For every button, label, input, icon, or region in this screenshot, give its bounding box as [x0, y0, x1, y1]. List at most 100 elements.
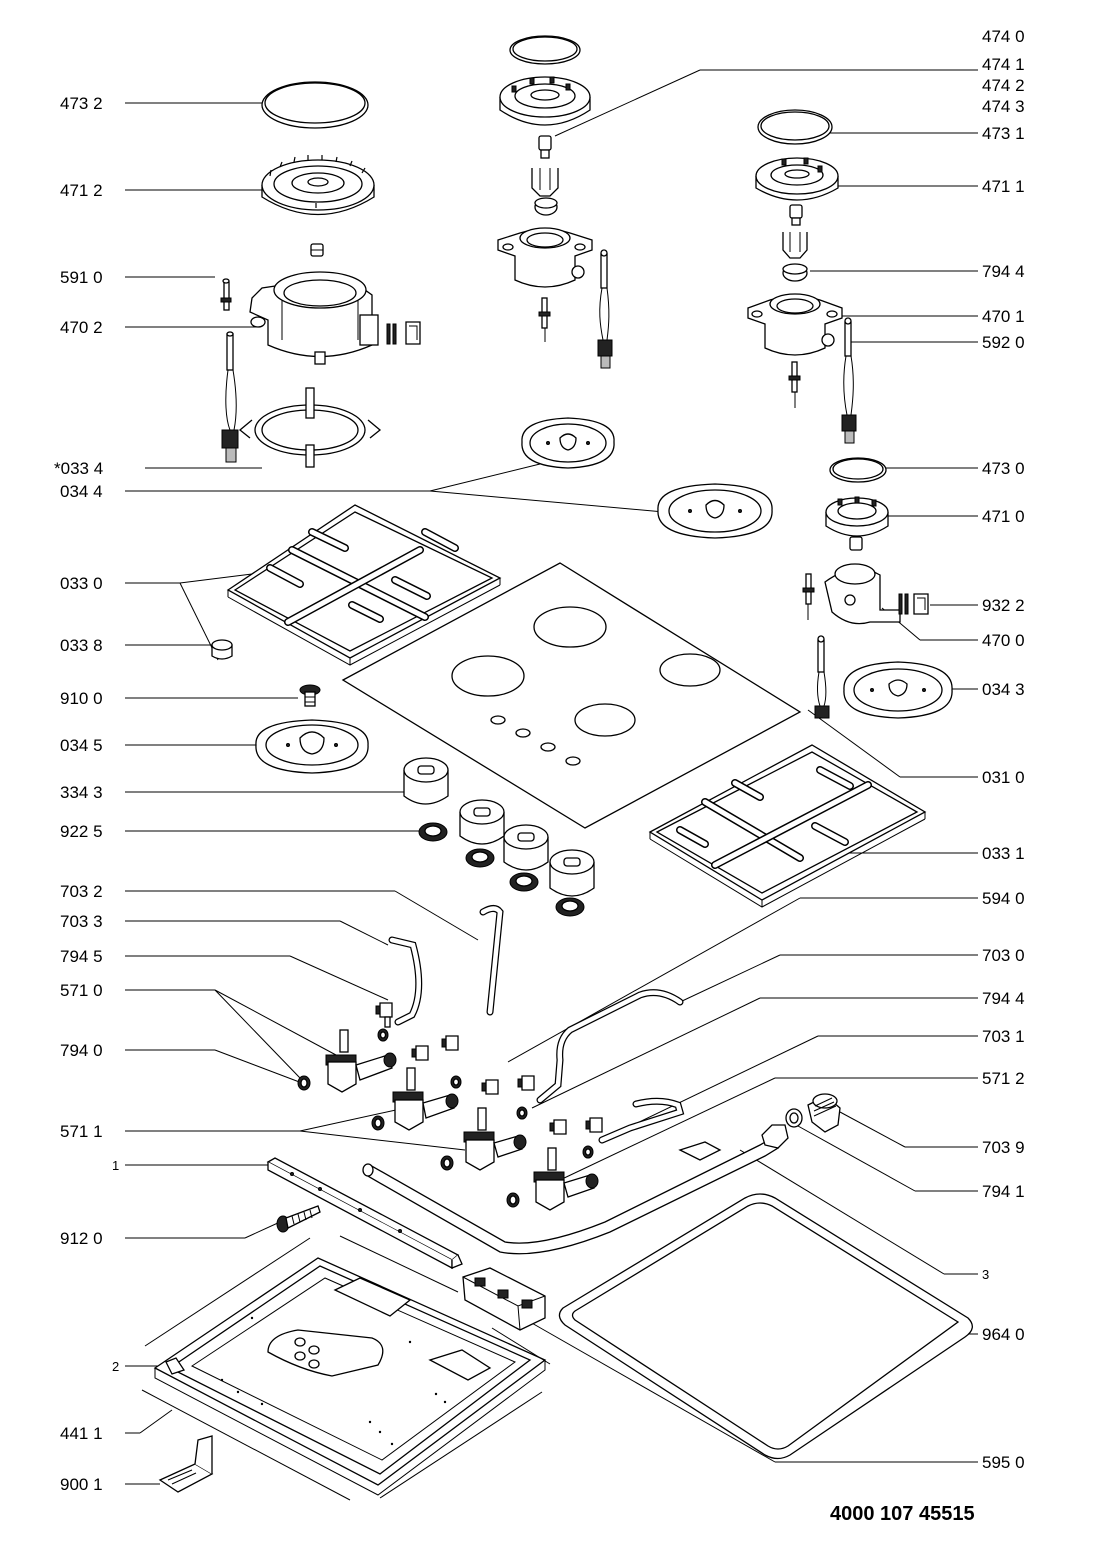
label-794-0: 794 0 — [60, 1041, 103, 1060]
label-033-1: 033 1 — [982, 844, 1025, 863]
burner-body-auxiliary — [824, 563, 901, 625]
label-033-8: 033 8 — [60, 636, 103, 655]
parts-drawing — [141, 35, 973, 1501]
gas-manifold — [362, 1108, 803, 1255]
spillage-disc-center — [521, 417, 615, 469]
label-474-1: 474 1 — [982, 55, 1025, 74]
label-592-0: 592 0 — [982, 333, 1025, 352]
label-034-5: 034 5 — [60, 736, 103, 755]
hob-seal-gasket — [558, 1193, 973, 1460]
gas-inlet-elbow — [807, 1093, 841, 1133]
spring-clip-right — [782, 232, 808, 259]
injector-right — [789, 204, 803, 226]
rubber-foot — [211, 639, 233, 660]
thermocouple-auxiliary — [802, 573, 815, 620]
injector-center — [538, 135, 552, 159]
control-knobs — [403, 757, 595, 897]
injector-auxiliary — [849, 536, 863, 551]
burner-cap-center — [509, 35, 581, 65]
label-031-0: 031 0 — [982, 768, 1025, 787]
label-470-2: 470 2 — [60, 318, 103, 337]
injector-nut-left — [310, 243, 324, 257]
burner-head-auxiliary — [825, 496, 889, 537]
label-470-0: 470 0 — [982, 631, 1025, 650]
burner-cap-large — [261, 81, 369, 129]
label-441-1: 441 1 — [60, 1424, 103, 1443]
burner-body-large — [249, 271, 379, 365]
label-794-4-lower: 794 4 — [982, 989, 1025, 1008]
label-034-4: 034 4 — [60, 482, 103, 501]
ignition-electrode-left — [221, 331, 239, 463]
label-595-0: 595 0 — [982, 1453, 1025, 1472]
support-rail — [266, 1157, 463, 1270]
tap-seal-rings — [297, 1028, 594, 1208]
label-591-0: 591 0 — [60, 268, 103, 287]
gas-tap-1 — [325, 1029, 397, 1093]
label-922-5: 922 5 — [60, 822, 103, 841]
seal-ring-right — [782, 263, 808, 282]
pan-support-left — [226, 504, 502, 666]
thermocouple-small-left — [220, 278, 232, 311]
label-900-1: 900 1 — [60, 1475, 103, 1494]
spillage-disc-right-lower — [843, 661, 953, 719]
label-471-0: 471 0 — [982, 507, 1025, 526]
clip-right — [898, 593, 929, 615]
tap-clips — [375, 1002, 603, 1135]
label-794-4-upper: 794 4 — [982, 262, 1025, 281]
spark-generator — [462, 1267, 546, 1331]
label-471-2: 471 2 — [60, 181, 103, 200]
label-571-0: 571 0 — [60, 981, 103, 1000]
label-334-3: 334 3 — [60, 783, 103, 802]
screw-910 — [299, 684, 321, 707]
label-2: 2 — [112, 1359, 119, 1374]
screw-912 — [276, 1205, 321, 1233]
seal-ring-center — [534, 197, 558, 216]
labels-left: 473 2 471 2 591 0 470 2 *033 4 034 4 033… — [54, 94, 119, 1494]
pan-support-right — [648, 744, 927, 908]
label-034-3: 034 3 — [982, 680, 1025, 699]
label-703-0: 703 0 — [982, 946, 1025, 965]
ignition-electrode-center — [597, 249, 613, 369]
burner-body-right — [747, 293, 843, 356]
label-703-1: 703 1 — [982, 1027, 1025, 1046]
burner-head-large — [261, 155, 375, 216]
tray-edge-strips — [141, 1235, 551, 1501]
label-910-0: 910 0 — [60, 689, 103, 708]
label-473-0: 473 0 — [982, 459, 1025, 478]
label-1: 1 — [112, 1158, 119, 1173]
label-703-9: 703 9 — [982, 1138, 1025, 1157]
label-964-0: 964 0 — [982, 1325, 1025, 1344]
label-703-2: 703 2 — [60, 882, 103, 901]
label-3: 3 — [982, 1267, 989, 1282]
label-470-1: 470 1 — [982, 307, 1025, 326]
label-594-0: 594 0 — [982, 889, 1025, 908]
manifold-bracket — [678, 1141, 722, 1161]
burner-cap-right-small — [757, 109, 833, 145]
label-912-0: 912 0 — [60, 1229, 103, 1248]
label-794-5: 794 5 — [60, 947, 103, 966]
burner-head-right — [755, 157, 839, 201]
label-571-2: 571 2 — [982, 1069, 1025, 1088]
thermocouple-center — [538, 297, 551, 342]
spillage-disc-right-upper — [657, 483, 773, 539]
label-571-1: 571 1 — [60, 1122, 103, 1141]
label-474-3: 474 3 — [982, 97, 1025, 116]
labels-right: 474 0 474 1 474 2 474 3 473 1 471 1 794 … — [982, 27, 1025, 1472]
gas-tap-4 — [533, 1147, 599, 1211]
burner-head-center — [499, 76, 591, 126]
burner-cap-auxiliary — [829, 457, 887, 483]
knob-bezels — [418, 822, 585, 917]
burner-body-center — [497, 227, 593, 288]
spring-clip-center — [531, 168, 559, 197]
label-794-1: 794 1 — [982, 1182, 1025, 1201]
gas-tap-3 — [463, 1107, 527, 1171]
thermocouple-right — [788, 361, 801, 408]
leader-lines — [125, 69, 978, 1485]
document-number: 4000 107 45515 — [830, 1503, 975, 1525]
label-033-4-starred: *033 4 — [54, 459, 103, 478]
glass-hob-top — [341, 562, 802, 829]
label-473-2: 473 2 — [60, 94, 103, 113]
fixing-clamp — [158, 1435, 214, 1493]
label-932-2: 932 2 — [982, 596, 1025, 615]
